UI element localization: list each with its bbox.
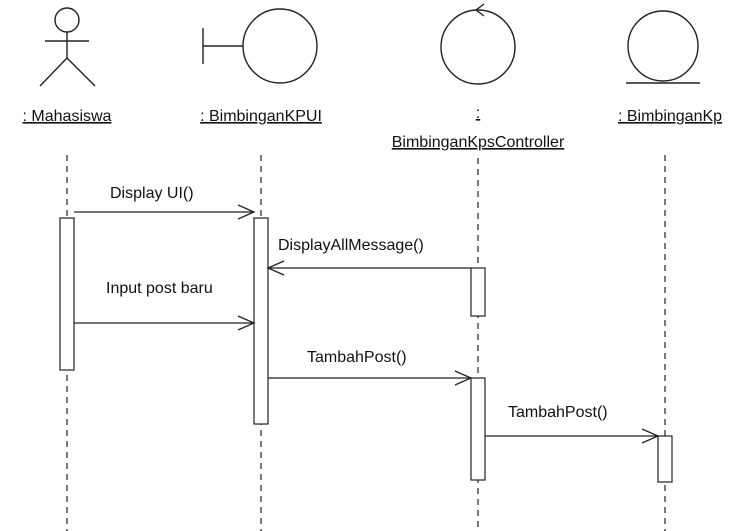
message-label-tambah-post-1: TambahPost() xyxy=(307,349,407,366)
lifeline-label-controller: BimbinganKpsController xyxy=(392,134,565,151)
control-icon xyxy=(440,3,516,85)
lifeline-label-bimbingan-kpui: : BimbinganKPUI xyxy=(200,108,322,125)
activation-bar-bimbingan-kp xyxy=(657,435,673,483)
activation-bar-bimbingan-kpui xyxy=(253,217,269,425)
message-arrowhead-display-all-message xyxy=(266,260,285,276)
boundary-icon xyxy=(202,8,318,84)
entity-icon xyxy=(626,10,700,84)
actor-icon xyxy=(39,7,96,87)
activation-bar-mahasiswa xyxy=(59,217,75,371)
message-arrowhead-tambah-post-1 xyxy=(454,370,473,386)
message-arrowhead-display-ui xyxy=(237,204,256,220)
lifeline-label-mahasiswa: : Mahasiswa xyxy=(23,108,112,125)
lifeline-label-controller-prefix: : xyxy=(476,105,480,122)
message-label-display-ui: Display UI() xyxy=(110,185,194,202)
lifeline-label-bimbingan-kp: : BimbinganKp xyxy=(618,108,722,125)
message-arrowhead-tambah-post-2 xyxy=(641,428,660,444)
activation-bar-controller-2 xyxy=(470,377,486,481)
message-label-tambah-post-2: TambahPost() xyxy=(508,404,608,421)
message-label-display-all-message: DisplayAllMessage() xyxy=(278,237,424,254)
message-arrowhead-input-post-baru xyxy=(237,315,256,331)
message-label-input-post-baru: Input post baru xyxy=(106,280,213,297)
activation-bar-controller-1 xyxy=(470,267,486,317)
